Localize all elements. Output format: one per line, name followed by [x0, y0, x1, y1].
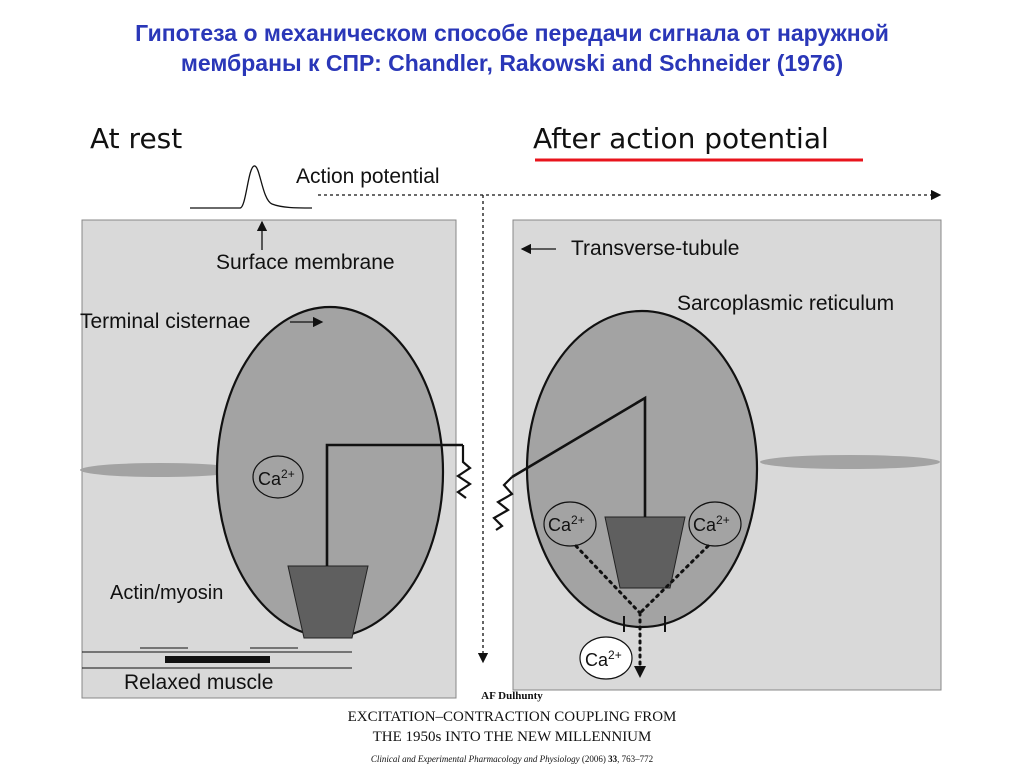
- ca-symbol: Ca: [258, 469, 282, 489]
- action-potential-trace: [190, 165, 313, 209]
- left-ryr-foot: [287, 565, 369, 639]
- actin-myosin-label: Actin/myosin: [110, 582, 224, 604]
- slide-title-line-2: мембраны к СПР: Chandler, Rakowski and S…: [180, 50, 844, 76]
- ca-release-arrowhead: [634, 666, 646, 678]
- ca-symbol: Ca: [585, 650, 609, 670]
- right-ca-label-left: Ca2+: [548, 513, 585, 536]
- right-ca-circle-left: [543, 501, 597, 547]
- right-voltage-sensor: [492, 476, 514, 531]
- terminal-cisternae-label: Terminal cisternae: [80, 310, 251, 333]
- slide-title-line-1: Гипотеза о механическом способе передачи…: [135, 20, 889, 46]
- ca-symbol: Ca: [693, 515, 717, 535]
- right-ca-circle-right: [688, 501, 742, 547]
- citation-pages: , 763–772: [617, 754, 654, 764]
- right-sr-extension: [760, 455, 940, 469]
- right-ca-label-right: Ca2+: [693, 513, 730, 536]
- sarcoplasmic-reticulum-label: Sarcoplasmic reticulum: [677, 292, 895, 315]
- released-ca-circle: [579, 636, 633, 680]
- citation-journal: Clinical and Experimental Pharmacology a…: [370, 754, 580, 764]
- left-panel-heading: At rest: [90, 122, 183, 155]
- right-panel-heading: After action potential: [533, 122, 829, 155]
- action-potential-label: Action potential: [296, 165, 440, 188]
- citation-title-line-1: EXCITATION–CONTRACTION COUPLING FROM: [347, 709, 677, 725]
- ca-release-path-right: [638, 544, 710, 615]
- left-ca-label: Ca2+: [258, 467, 295, 490]
- citation-title-line-2: THE 1950s INTO THE NEW MILLENNIUM: [372, 729, 652, 745]
- left-sr-extension: [80, 463, 240, 477]
- ca-symbol: Ca: [548, 515, 572, 535]
- ca-release-path-left: [574, 544, 642, 615]
- citation-author: AF Dulhunty: [481, 690, 543, 702]
- relaxed-muscle-label: Relaxed muscle: [124, 671, 274, 694]
- surface-membrane-label: Surface membrane: [216, 251, 395, 274]
- ca-charge: 2+: [608, 648, 622, 662]
- ca-charge: 2+: [716, 513, 730, 527]
- ca-charge: 2+: [281, 467, 295, 481]
- released-ca-label: Ca2+: [585, 648, 622, 671]
- citation-journal-line: Clinical and Experimental Pharmacology a…: [0, 754, 1024, 764]
- thick-filament: [165, 656, 270, 663]
- left-voltage-sensor: [456, 445, 472, 499]
- left-coupling-rod: [325, 443, 463, 566]
- citation-volume: 33: [608, 754, 618, 764]
- ca-charge: 2+: [571, 513, 585, 527]
- citation-year: (2006): [581, 754, 606, 764]
- transverse-tubule-label: Transverse-tubule: [571, 237, 740, 260]
- right-ryr-foot: [604, 516, 686, 589]
- slide-title: Гипотеза о механическом способе передачи…: [0, 18, 1024, 78]
- right-coupling-rod: [511, 395, 647, 517]
- left-ca-circle: [252, 455, 304, 499]
